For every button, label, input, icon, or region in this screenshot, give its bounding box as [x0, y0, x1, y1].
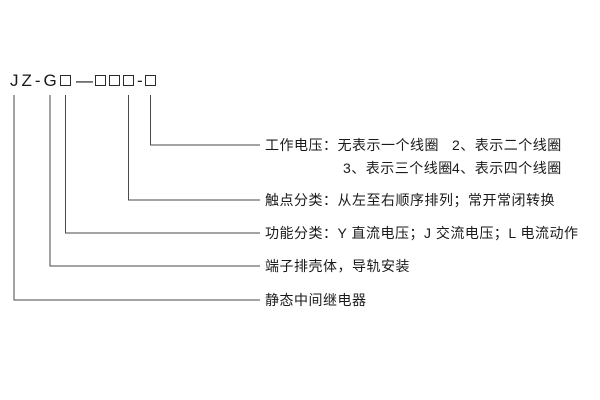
- placeholder-box-icon: [95, 75, 106, 86]
- model-code: JZ-G — -: [10, 71, 190, 93]
- label-working-voltage-line1-part2: 2、表示二个线圈: [452, 137, 562, 153]
- label-working-voltage-line1-part1: 工作电压：无表示一个线圈: [265, 137, 439, 153]
- connector-function-classification: [65, 95, 260, 234]
- connector-housing: [49, 95, 260, 267]
- label-housing: 端子排壳体，导轨安装: [265, 258, 410, 274]
- placeholder-box-icon: [123, 75, 134, 86]
- model-code-separator: —: [76, 71, 93, 90]
- label-working-voltage-line2-part1: 3、表示三个线圈: [343, 160, 453, 176]
- label-function-classification: 功能分类：Y 直流电压；J 交流电压；L 电流动作: [265, 225, 579, 241]
- model-code-prefix: JZ-G: [10, 71, 60, 90]
- placeholder-box-icon: [145, 75, 156, 86]
- placeholder-box-icon: [60, 75, 71, 86]
- label-relay-type: 静态中间继电器: [265, 292, 367, 308]
- connector-contact-classification: [128, 95, 260, 201]
- connector-working-voltage: [150, 95, 260, 146]
- label-working-voltage-line2-part2: 4、表示四个线圈: [452, 160, 562, 176]
- model-code-hyphen: -: [137, 71, 143, 90]
- connector-relay-type: [13, 95, 260, 301]
- label-contact-classification: 触点分类：从左至右顺序排列；常开常闭转换: [265, 192, 555, 208]
- placeholder-box-icon: [109, 75, 120, 86]
